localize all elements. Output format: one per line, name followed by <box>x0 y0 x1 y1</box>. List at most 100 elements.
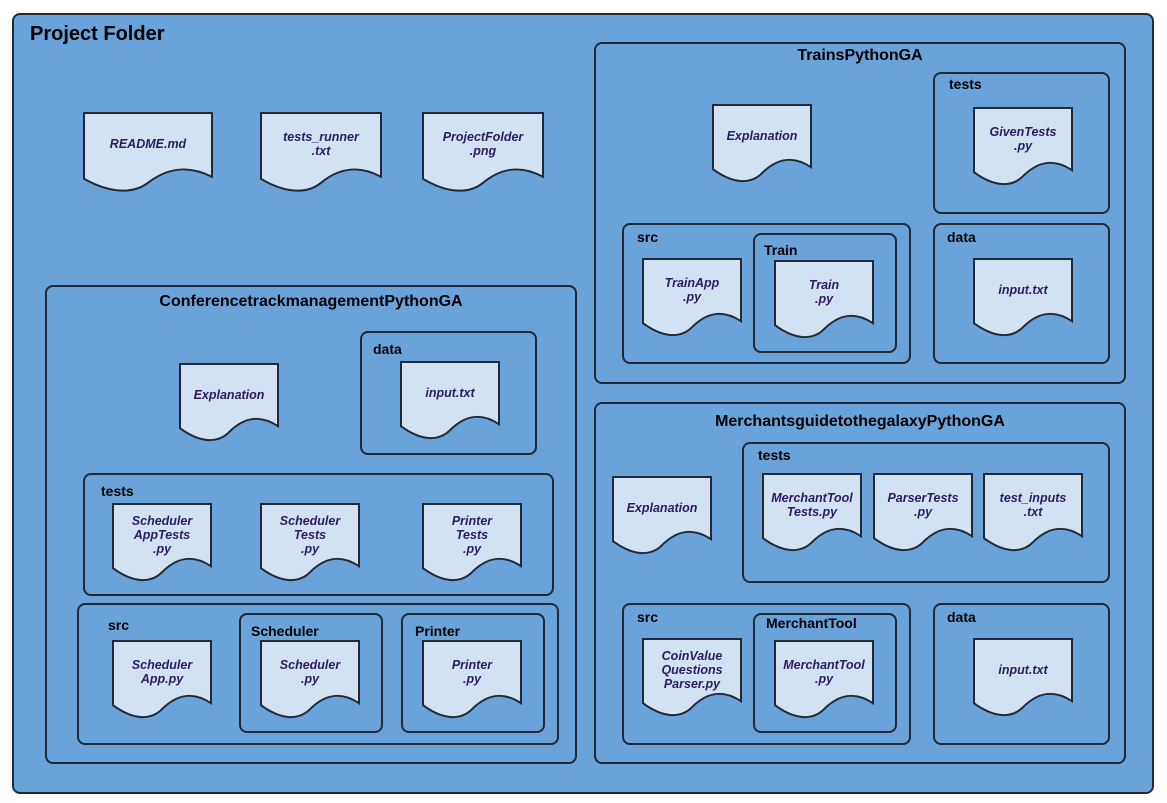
document-shape <box>973 107 1073 185</box>
trains-data-title: data <box>947 229 976 245</box>
file-label-line: README.md <box>109 137 187 152</box>
file-label-line: App.py <box>140 671 184 686</box>
file-label-line: MerchantTool <box>771 490 853 505</box>
file-label: ParserTests.py <box>873 473 973 536</box>
file-label: Explanation <box>179 363 279 426</box>
document-shape <box>762 473 862 551</box>
trains-input-file[interactable]: input.txt <box>973 258 1073 342</box>
file-label-line: .py <box>300 541 320 556</box>
file-label-line: .txt <box>1023 504 1043 519</box>
file-label-line: .py <box>462 671 482 686</box>
scheduler-folder-title: Scheduler <box>251 623 319 639</box>
merchants-input-file[interactable]: input.txt <box>973 638 1073 722</box>
file-label-line: .py <box>913 504 933 519</box>
conference-tests-title: tests <box>101 483 134 499</box>
file-label-line: Questions <box>661 662 723 677</box>
document-shape <box>983 473 1083 551</box>
file-label-line: .py <box>814 291 834 306</box>
readme-file[interactable]: README.md <box>83 112 213 198</box>
file-label: TrainApp.py <box>642 258 742 321</box>
file-label-line: Parser.py <box>663 676 721 691</box>
trains-src-title: src <box>637 229 659 245</box>
conference-input-file[interactable]: input.txt <box>400 361 500 445</box>
train-file[interactable]: Train.py <box>774 260 874 344</box>
file-label-line: CoinValue <box>661 648 723 663</box>
file-label-line: input.txt <box>998 282 1048 297</box>
file-label-line: Explanation <box>193 387 265 402</box>
document-shape <box>612 476 712 554</box>
file-label-line: test_inputs <box>999 490 1067 505</box>
document-shape <box>774 640 874 718</box>
file-label-line: .py <box>152 541 172 556</box>
file-label-line: AppTests <box>133 527 191 542</box>
project-folder-title: Project Folder <box>30 23 165 45</box>
file-label-line: Scheduler <box>131 657 193 672</box>
train-folder-title: Train <box>764 242 798 258</box>
file-label-line: GivenTests <box>989 124 1057 139</box>
merchants-tests-title: tests <box>758 447 791 463</box>
conference-data-title: data <box>373 341 402 357</box>
project-png-file[interactable]: ProjectFolder.png <box>422 112 544 198</box>
file-label: test_inputs.txt <box>983 473 1083 536</box>
file-label: input.txt <box>973 638 1073 701</box>
file-label-line: Tests <box>455 527 489 542</box>
conference-explanation-file[interactable]: Explanation <box>179 363 279 447</box>
merchants-src-title: src <box>637 609 659 625</box>
merchants-folder-title: MerchantsguidetothegalaxyPythonGA <box>715 413 1005 430</box>
parser-tests-file[interactable]: ParserTests.py <box>873 473 973 557</box>
printer-file[interactable]: Printer.py <box>422 640 522 724</box>
given-tests-file[interactable]: GivenTests.py <box>973 107 1073 191</box>
file-label: Printer.py <box>422 640 522 703</box>
tests-runner-file[interactable]: tests_runner.txt <box>260 112 382 198</box>
test-inputs-file[interactable]: test_inputs.txt <box>983 473 1083 557</box>
file-label-line: Tests <box>293 527 327 542</box>
document-shape <box>642 638 742 716</box>
file-label-line: .py <box>1013 138 1033 153</box>
file-label: tests_runner.txt <box>260 112 382 177</box>
file-label-line: .txt <box>311 144 331 159</box>
merchant-tool-folder-title: MerchantTool <box>766 615 857 631</box>
document-shape <box>973 638 1073 716</box>
document-shape <box>112 503 212 581</box>
document-shape <box>973 258 1073 336</box>
document-shape <box>260 640 360 718</box>
file-label-line: Tests.py <box>786 504 838 519</box>
document-shape <box>712 104 812 182</box>
merchant-tool-file[interactable]: MerchantTool.py <box>774 640 874 724</box>
file-label-line: .py <box>682 289 702 304</box>
document-shape <box>260 112 382 192</box>
file-label-line: Scheduler <box>279 657 341 672</box>
file-label-line: tests_runner <box>283 130 359 145</box>
file-label-line: Explanation <box>626 500 698 515</box>
file-label-line: .py <box>300 671 320 686</box>
document-shape <box>422 112 544 192</box>
file-label: Scheduler.py <box>260 640 360 703</box>
file-label-line: .png <box>469 144 497 159</box>
document-shape <box>422 640 522 718</box>
conference-src-title: src <box>108 617 130 633</box>
file-label: MerchantTool.py <box>774 640 874 703</box>
file-label-line: Scheduler <box>131 513 193 528</box>
document-shape <box>179 363 279 441</box>
file-label-line: input.txt <box>998 662 1048 677</box>
merchants-explanation-file[interactable]: Explanation <box>612 476 712 560</box>
printer-folder-title: Printer <box>415 623 461 639</box>
trains-tests-title: tests <box>949 76 982 92</box>
train-app-file[interactable]: TrainApp.py <box>642 258 742 342</box>
file-label: README.md <box>83 112 213 177</box>
trains-explanation-file[interactable]: Explanation <box>712 104 812 188</box>
file-label-line: Printer <box>451 657 493 672</box>
file-label-line: .py <box>814 671 834 686</box>
scheduler-file[interactable]: Scheduler.py <box>260 640 360 724</box>
